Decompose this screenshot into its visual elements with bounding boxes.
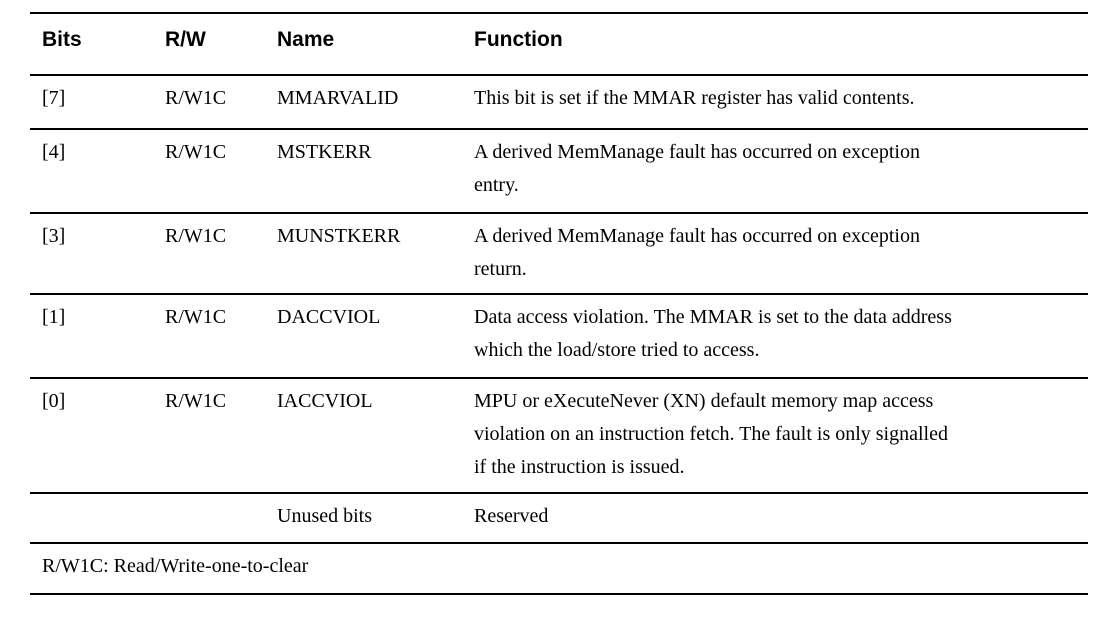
register-bits-table: Bits R/W Name Function [7] R/W1C MMARVAL…	[30, 12, 1088, 595]
cell-bits: [4]	[42, 141, 66, 163]
cell-name: IACCVIOL	[277, 390, 373, 412]
cell-function: A derived MemManage fault has occurred o…	[474, 141, 920, 196]
table-row: Unused bits Reserved	[30, 493, 1088, 543]
table-row: [3] R/W1C MUNSTKERR A derived MemManage …	[30, 213, 1088, 294]
cell-bits: [3]	[42, 225, 66, 247]
cell-rw: R/W1C	[165, 306, 227, 328]
cell-function: MPU or eXecuteNever (XN) default memory …	[474, 390, 948, 478]
table-row: [1] R/W1C DACCVIOL Data access violation…	[30, 294, 1088, 378]
column-header-name: Name	[277, 28, 335, 51]
cell-name: MUNSTKERR	[277, 225, 401, 247]
table-row: [7] R/W1C MMARVALID This bit is set if t…	[30, 75, 1088, 129]
cell-function: Data access violation. The MMAR is set t…	[474, 306, 952, 361]
table-footnote-row: R/W1C: Read/Write-one-to-clear	[30, 543, 1088, 594]
table-row: [4] R/W1C MSTKERR A derived MemManage fa…	[30, 129, 1088, 213]
cell-name: Unused bits	[277, 505, 372, 527]
cell-bits	[30, 493, 165, 543]
cell-function: Reserved	[474, 505, 549, 527]
column-header-function: Function	[474, 28, 563, 51]
cell-function: A derived MemManage fault has occurred o…	[474, 225, 920, 280]
table-row: [0] R/W1C IACCVIOL MPU or eXecuteNever (…	[30, 378, 1088, 493]
cell-name: DACCVIOL	[277, 306, 381, 328]
cell-bits: [0]	[42, 390, 66, 412]
column-header-bits: Bits	[42, 28, 82, 51]
cell-name: MMARVALID	[277, 87, 399, 109]
table-header-row: Bits R/W Name Function	[30, 13, 1088, 75]
cell-rw: R/W1C	[165, 141, 227, 163]
cell-rw: R/W1C	[165, 87, 227, 109]
cell-rw: R/W1C	[165, 225, 227, 247]
column-header-rw: R/W	[165, 28, 206, 51]
cell-rw	[165, 493, 277, 543]
cell-name: MSTKERR	[277, 141, 372, 163]
footnote-text: R/W1C: Read/Write-one-to-clear	[42, 555, 309, 577]
cell-function: This bit is set if the MMAR register has…	[474, 87, 915, 109]
cell-rw: R/W1C	[165, 390, 227, 412]
cell-bits: [1]	[42, 306, 66, 328]
cell-bits: [7]	[42, 87, 66, 109]
